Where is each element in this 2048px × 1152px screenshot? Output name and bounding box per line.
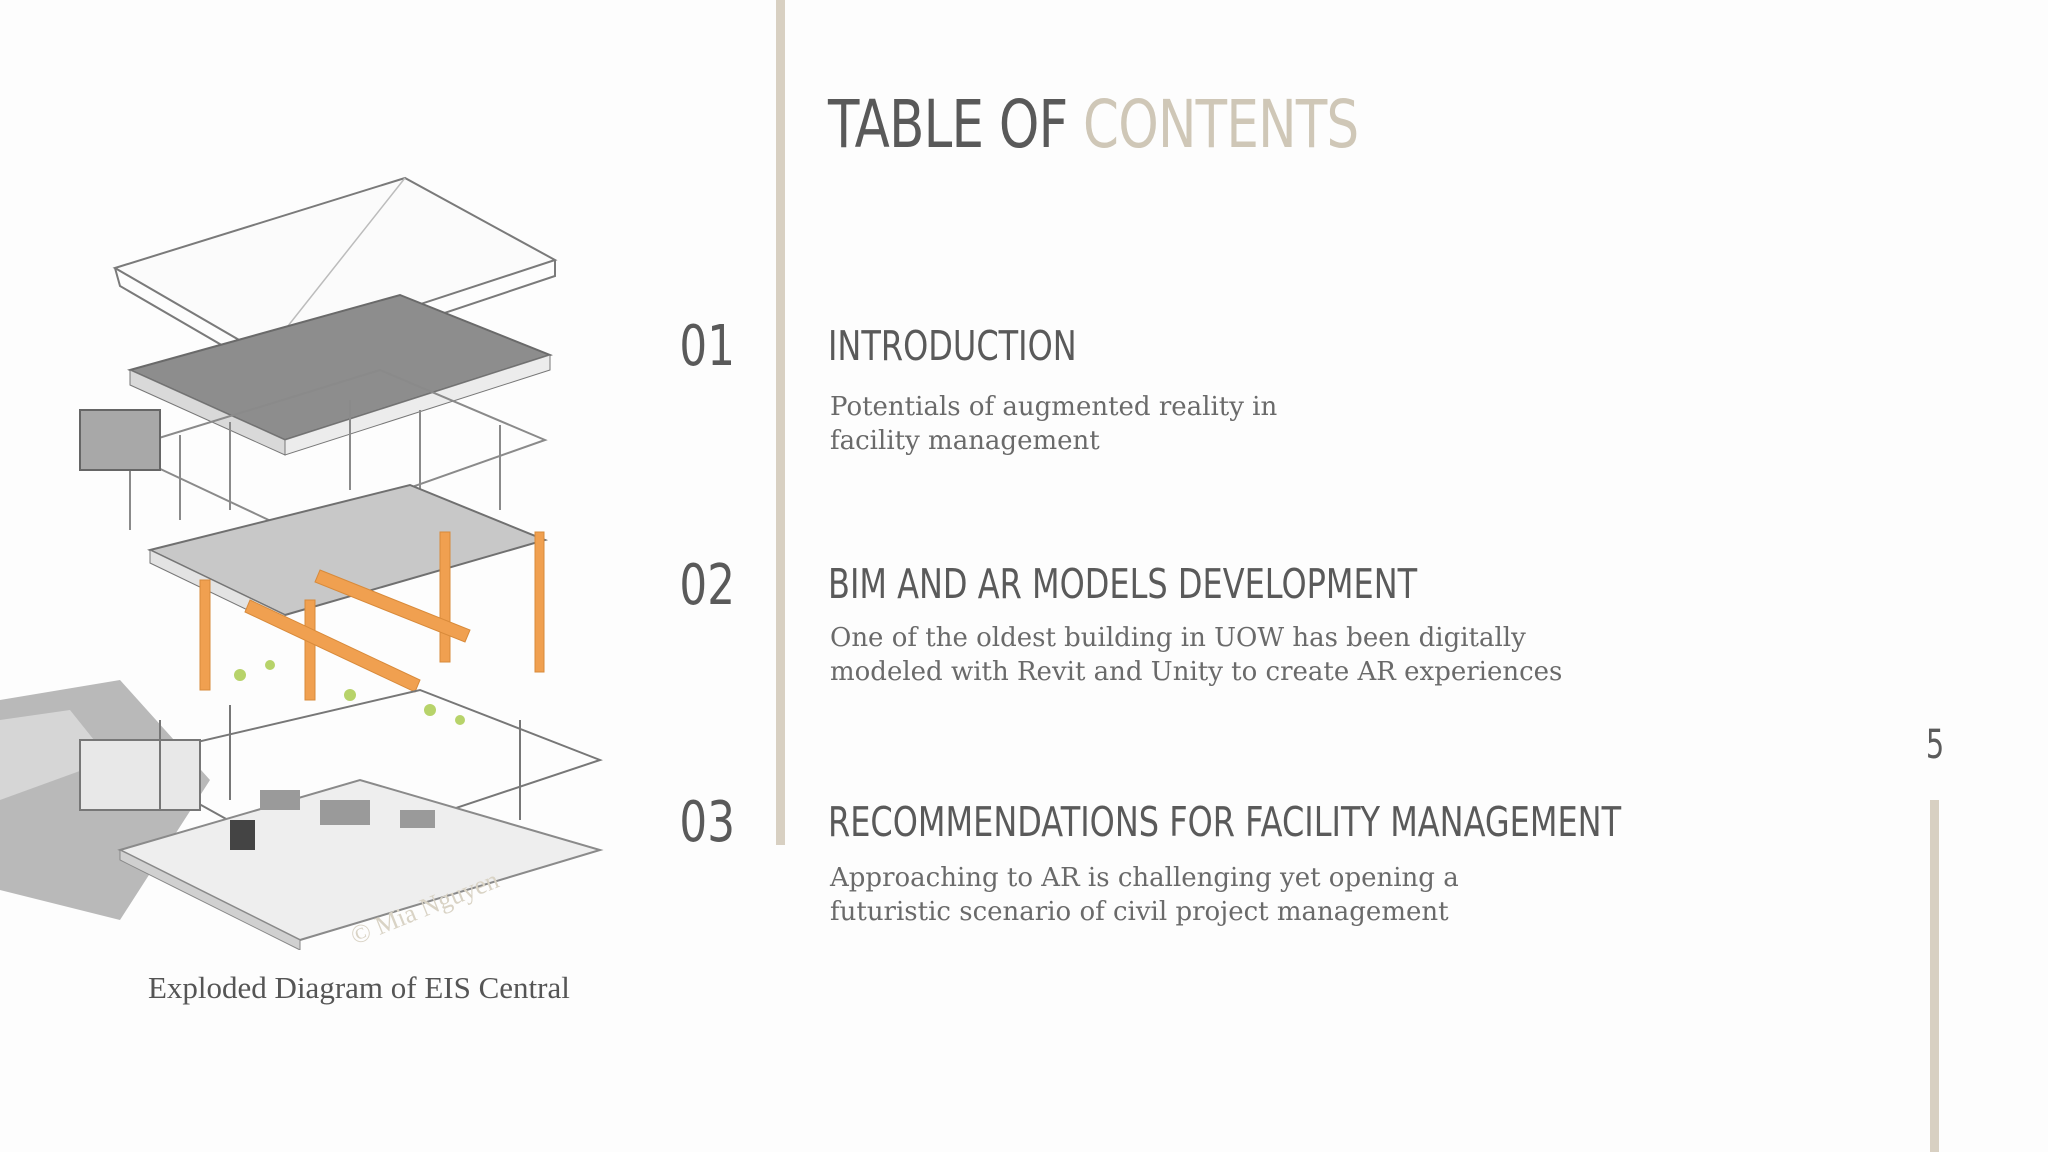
item-number-03: 03 (679, 790, 735, 855)
diagram-caption: Exploded Diagram of EIS Central (148, 970, 570, 1005)
item-heading-recommendations: RECOMMENDATIONS FOR FACILITY MANAGEMENT (828, 798, 1622, 846)
item-number-01: 01 (679, 314, 735, 379)
ground-shadow-light (0, 710, 110, 800)
right-accent-bar (1930, 800, 1939, 1152)
plants (234, 660, 465, 725)
item-description-bim-ar: One of the oldest building in UOW has be… (830, 621, 1590, 689)
item-heading-introduction: INTRODUCTION (828, 322, 1077, 370)
orange-columns (199, 531, 545, 701)
ground-slab-edge (119, 849, 301, 950)
interior-furniture (230, 790, 435, 850)
description-line: Approaching to AR is challenging yet ope… (830, 863, 1459, 893)
description-line: futuristic scenario of civil project man… (830, 897, 1449, 927)
upper-floor-frame (79, 368, 548, 532)
title-part-2: CONTENTS (1083, 86, 1359, 163)
description-line: facility management (830, 426, 1100, 456)
item-heading-bim-ar: BIM AND AR MODELS DEVELOPMENT (828, 560, 1418, 608)
item-description-recommendations: Approaching to AR is challenging yet ope… (830, 861, 1590, 929)
upper-slab-edge-right (284, 354, 551, 456)
item-number-02: 02 (679, 553, 735, 618)
page-number: 5 (1925, 722, 1945, 768)
description-line: modeled with Revit and Unity to create A… (830, 657, 1563, 687)
description-line: One of the oldest building in UOW has be… (830, 623, 1526, 653)
title-part-1: TABLE OF (828, 86, 1068, 163)
item-description-introduction: Potentials of augmented reality in facil… (830, 390, 1590, 458)
description-line: Potentials of augmented reality in (830, 392, 1278, 422)
upper-slab (127, 293, 553, 442)
page-title: TABLE OF CONTENTS (828, 86, 1359, 163)
vertical-divider (776, 0, 785, 845)
exploded-building-diagram: © Mia Nguyen (0, 176, 604, 950)
